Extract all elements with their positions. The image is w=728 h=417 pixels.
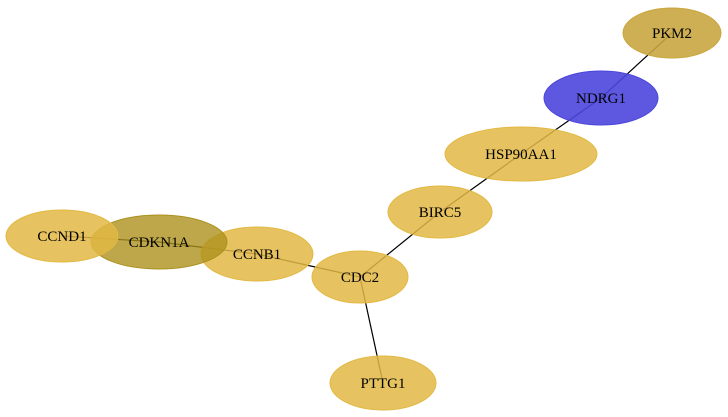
node-ellipse[interactable]: [543, 70, 659, 126]
node-ellipse[interactable]: [311, 250, 409, 304]
node-label: PKM2: [652, 26, 692, 42]
node-label: BIRC5: [419, 205, 462, 221]
node-ccnd1[interactable]: CCND1: [5, 209, 119, 263]
node-label: CDC2: [341, 270, 379, 286]
node-pkm2[interactable]: PKM2: [622, 7, 722, 59]
node-hsp90aa1[interactable]: HSP90AA1: [444, 126, 598, 182]
node-label: PTTG1: [361, 376, 406, 392]
node-label: HSP90AA1: [485, 147, 557, 163]
node-pttg1[interactable]: PTTG1: [329, 355, 437, 411]
node-label: NDRG1: [576, 91, 626, 107]
node-ccnb1[interactable]: CCNB1: [200, 226, 314, 282]
node-ellipse[interactable]: [387, 185, 493, 239]
node-ellipse[interactable]: [329, 355, 437, 411]
node-birc5[interactable]: BIRC5: [387, 185, 493, 239]
node-ndrg1[interactable]: NDRG1: [543, 70, 659, 126]
node-ellipse[interactable]: [444, 126, 598, 182]
node-ellipse[interactable]: [622, 7, 722, 59]
node-cdc2[interactable]: CDC2: [311, 250, 409, 304]
node-label: CDKN1A: [129, 235, 190, 251]
node-label: CCNB1: [233, 247, 281, 263]
node-label: CCND1: [37, 229, 86, 245]
node-ellipse[interactable]: [5, 209, 119, 263]
